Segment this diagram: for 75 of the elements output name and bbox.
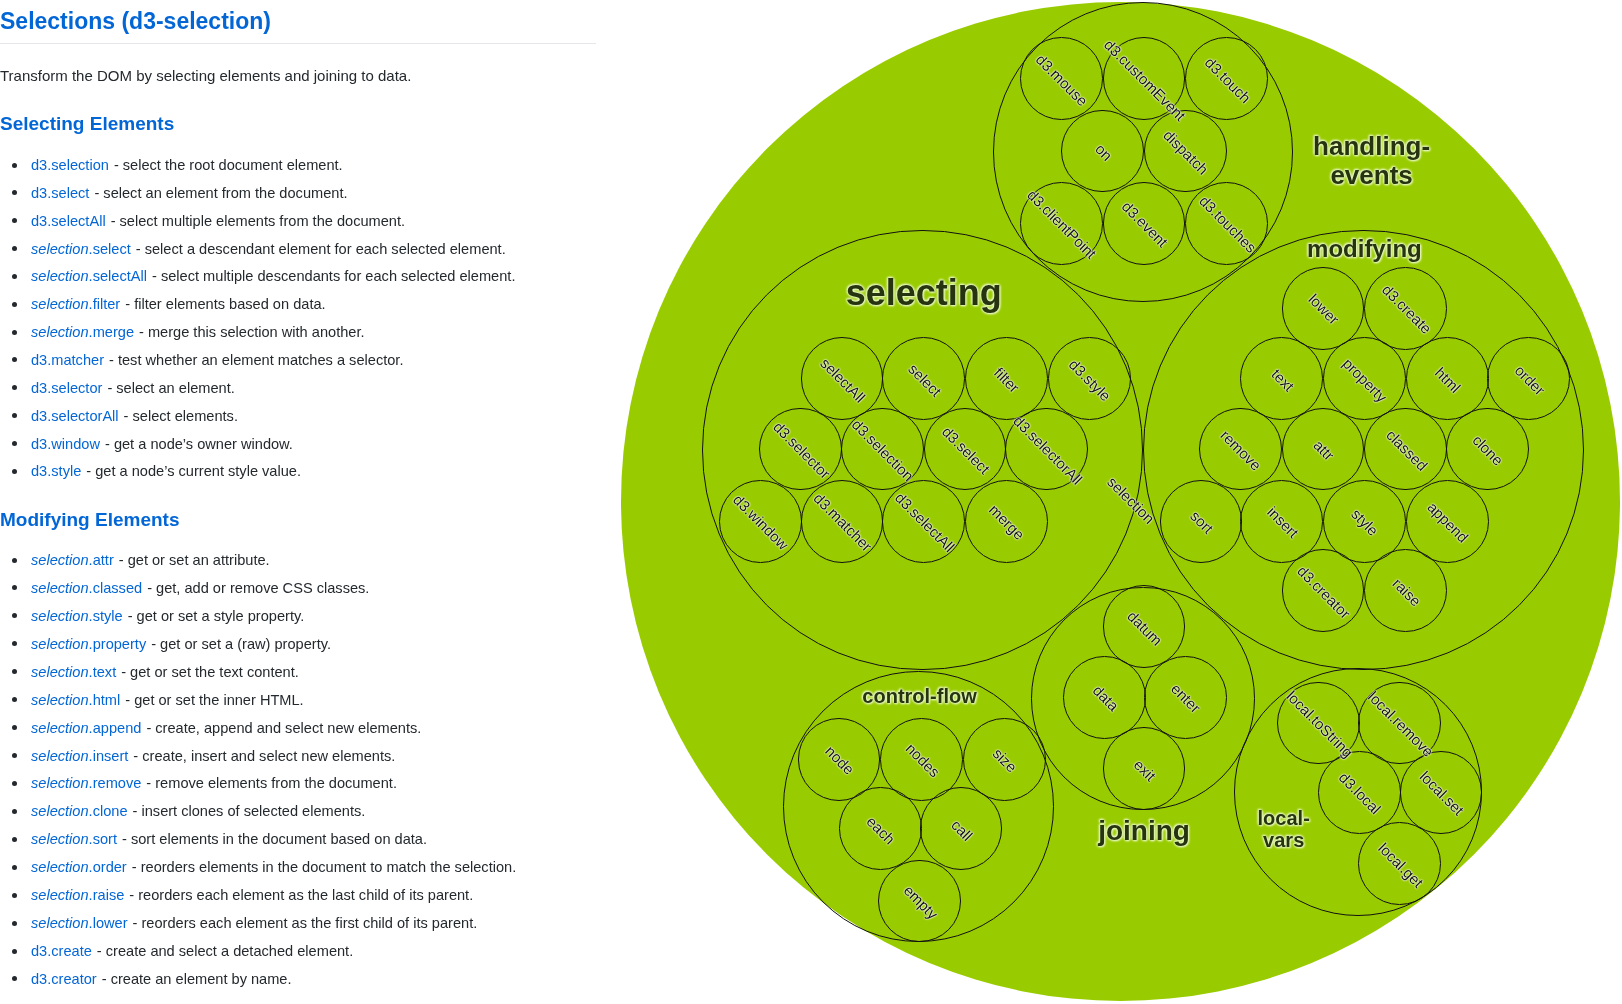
description-text: - get or set the text content. — [121, 663, 299, 680]
description-text: - reorders elements in the document to match the selection. — [131, 859, 517, 876]
api-link: d3.selector — [31, 379, 103, 396]
leaf-label: filter — [991, 363, 1024, 396]
api-link: d3.creator — [31, 970, 97, 987]
description-text: - create, insert and select new elements. — [133, 747, 396, 764]
api-link: selection.text — [31, 663, 117, 680]
group-label: control-flow — [862, 685, 977, 708]
leaf-label: exit — [1130, 755, 1160, 784]
api-link: selection.selectAll — [31, 268, 147, 285]
description-text: - insert clones of selected elements. — [132, 803, 366, 820]
description-text: - merge this selection with another. — [139, 324, 365, 341]
description-text: - reorders each element as the first child of its parent. — [132, 915, 478, 932]
description-text: - reorders each element as the last child of its parent. — [129, 887, 474, 904]
description-text: - sort elements in the document based on data. — [122, 831, 428, 848]
description-text: - select the root document element. — [113, 157, 343, 173]
api-link: selection.classed — [31, 579, 143, 596]
description-text: - select a descendant element for each selected element. — [135, 240, 506, 257]
page-title: Selections (d3-selection) — [0, 8, 596, 44]
api-link: selection.html — [31, 691, 121, 708]
api-link: selection.order — [31, 859, 127, 876]
description-text: - test whether an element matches a selector. — [109, 351, 404, 368]
description-text: - create and select a detached element. — [96, 943, 354, 959]
description-text: - create, append and select new elements. — [146, 719, 422, 736]
leaf-label: size — [989, 744, 1021, 776]
group-label: local-vars — [1256, 806, 1311, 851]
leaf-label: on — [1091, 140, 1116, 164]
description-text: - select multiple descendants for each selected element. — [152, 268, 516, 285]
api-link: selection.sort — [31, 831, 117, 848]
leaf-label: attr — [1310, 436, 1338, 464]
api-link: d3.create — [31, 943, 92, 959]
api-link: selection.raise — [31, 887, 125, 904]
api-link: selection.attr — [31, 552, 114, 568]
api-link: selection.insert — [31, 747, 129, 764]
description-text: - get, add or remove CSS classes. — [147, 579, 370, 596]
leaf-label: sort — [1187, 507, 1217, 538]
description-text: - get or set a (raw) property. — [151, 635, 331, 652]
api-link: d3.selectAll — [31, 212, 106, 229]
group-label: modifying — [1307, 236, 1422, 263]
api-link: selection.property — [31, 635, 147, 652]
group-label: handling-events — [1312, 132, 1432, 190]
api-link: selection.clone — [31, 803, 128, 820]
api-link: selection.merge — [31, 324, 135, 341]
leaf-label: call — [947, 815, 976, 844]
description-text: - get a node’s current style value. — [86, 463, 301, 480]
api-link: d3.select — [31, 184, 90, 201]
description-text: - remove elements from the document. — [146, 775, 397, 792]
api-link: selection.lower — [31, 915, 128, 932]
api-link: d3.matcher — [31, 351, 104, 368]
leaf-label: data — [1089, 681, 1123, 715]
api-link: selection.append — [31, 719, 142, 736]
description-text: - get or set the inner HTML. — [125, 691, 304, 708]
description-text: - filter elements based on data. — [125, 296, 326, 313]
group-label: selecting — [845, 272, 1002, 313]
api-link: selection.style — [31, 607, 123, 624]
description-text: - select multiple elements from the document. — [110, 212, 406, 229]
description-text: - select an element from the document. — [94, 184, 348, 201]
description-text: - create an element by name. — [101, 970, 292, 987]
group-label: joining — [1098, 815, 1190, 846]
section-heading: Modifying Elements — [0, 508, 180, 532]
description-text: - select an element. — [107, 379, 235, 396]
api-link: d3.style — [31, 463, 82, 480]
api-link: selection.filter — [31, 296, 121, 313]
api-link: d3.selection — [31, 157, 109, 173]
leaf-label: text — [1268, 365, 1298, 395]
api-link: selection.select — [31, 240, 131, 257]
api-link: selection.remove — [31, 775, 142, 792]
api-link: d3.window — [31, 435, 100, 452]
description-text: - get or set an attribute. — [118, 552, 270, 568]
api-link: d3.selectorAll — [31, 407, 119, 424]
description-text: - select elements. — [123, 407, 238, 424]
description-text: - get or set a style property. — [127, 607, 305, 624]
description-text: - get a node’s owner window. — [104, 435, 293, 452]
section-heading: Selecting Elements — [0, 112, 175, 136]
intro-text: Transform the DOM by selecting elements and joining to data. — [0, 66, 412, 86]
